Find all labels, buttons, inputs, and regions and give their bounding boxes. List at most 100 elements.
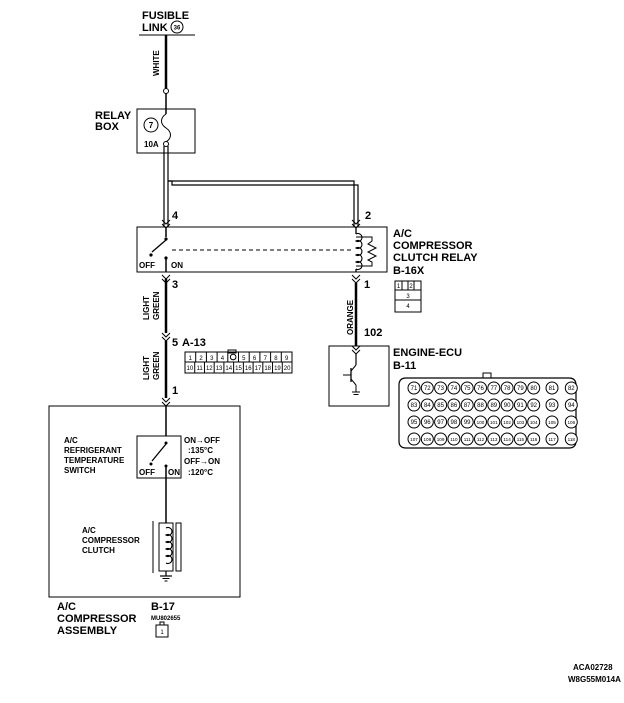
ecu-pin-socket [420,432,434,446]
wire-white: WHITE [152,35,168,88]
a13-pin: 16 [245,366,252,372]
ecu-pin-socket [500,432,514,446]
relay-connector-pin: 4 [406,304,410,310]
ecu-pin: 109 [437,437,445,442]
ecu-pin: 85 [437,403,444,409]
relay-label-3: CLUTCH RELAY [393,252,478,264]
relay-connector: B-16X [393,265,425,277]
ecu-pin-socket [434,381,448,395]
ecu-pin: 71 [411,386,418,392]
wire-color-light-green: GREEN [152,291,161,320]
wire-light-green-1: LIGHT GREEN [142,274,171,342]
ecu-pin: 100 [477,420,485,425]
ecu-pin: 118 [568,437,576,442]
ecu-pin-socket [447,381,461,395]
ecu-pin: 78 [504,386,511,392]
ecu-pin: 106 [567,420,575,425]
ecu-pin: 103 [517,420,525,425]
ecu-pin: 86 [451,403,458,409]
clutch-relay: 4 2 OFF ON A/C COMPRESSOR CLUTCH RELAY B… [136,210,478,313]
assembly-label: A/C [57,601,76,613]
wire-color-light-green: LIGHT [142,356,151,380]
relay-box-label-2: BOX [95,121,120,133]
ecu-pin-socket [564,415,578,429]
ecu-pin: 115 [517,437,525,442]
a13-pin: 4 [221,356,225,362]
relay-box: RELAY BOX 7 10A [95,88,196,154]
wire-color-light-green: LIGHT [142,296,151,320]
ecu-pin: 81 [549,386,556,392]
wire-orange: ORANGE [346,274,361,346]
ecu-pin-socket [474,398,487,412]
a13-pin-5: 5 [172,337,178,349]
clutch-label-2: COMPRESSOR [82,536,140,545]
ecu-pin: 116 [530,437,538,442]
a13-pin: 8 [274,356,278,362]
fuse-terminal-bottom [163,141,169,147]
a13-pin: 15 [235,366,242,372]
ecu-pin-socket [487,432,501,446]
ecu-pin-socket [527,381,541,395]
ecu-pin: 89 [490,403,497,409]
wire-light-green-2: LIGHT GREEN 1 [142,341,178,407]
diagram-code-2: W8G55M014A [568,675,621,684]
relay-label-2: COMPRESSOR [393,240,473,252]
fusible-link-number: 36 [174,26,181,32]
ecu-pin-socket [564,398,578,412]
fuse-number: 7 [149,121,154,130]
switch-label: A/C [64,436,78,445]
ecu-pin-socket [487,381,501,395]
ecu-connector-body [398,377,577,449]
assembly-connector: B-17 [151,601,175,613]
ecu-pin-socket [474,415,487,429]
ecu-pin: 92 [530,403,537,409]
relay-pin-3: 3 [172,279,178,291]
ecu-pin-102: 102 [364,327,382,339]
relay-box-label: RELAY [95,110,132,122]
a13-pin: 14 [225,366,232,372]
ecu-connector: B-11 [393,360,416,372]
relay-pin-2: 2 [365,210,371,222]
switch-off-label: OFF [139,468,155,477]
relay-pin-1: 1 [364,279,370,291]
ecu-pin: 95 [411,420,418,426]
a13-pin: 11 [196,366,203,372]
a13-pin: 12 [206,366,213,372]
ecu-pin-socket [420,381,434,395]
ecu-pin: 105 [548,420,556,425]
relay-on-label: ON [171,261,183,270]
relay-resistor-icon [356,236,378,267]
ecu-pin: 72 [424,386,431,392]
a13-pin: 18 [264,366,271,372]
relay-connector-view: 1 2 3 4 [394,280,422,313]
a13-pin: 7 [264,356,268,362]
ecu-pin: 110 [450,437,458,442]
ecu-pin: 104 [530,420,538,425]
compressor-assembly: OFF ON A/C REFRIGERANT TEMPERATURE SWITC… [48,405,241,638]
fusible-link-label: FUSIBLE [142,10,189,22]
ecu-pin: 79 [517,386,524,392]
wire-color-orange: ORANGE [346,299,355,335]
a13-pin: 13 [216,366,223,372]
ecu-pin: 90 [504,403,511,409]
ecu-pin-socket [513,432,527,446]
ecu-pin: 117 [548,437,556,442]
a13-pin: 17 [255,366,262,372]
relay-coil-icon [354,232,363,271]
switch-spec-2: :135°C [188,446,213,455]
ecu-label: ENGINE-ECU [393,347,462,359]
ecu-pin-socket [487,398,501,412]
ecu-pin-socket [527,432,541,446]
a13-label: A-13 [182,337,206,349]
ecu-pin: 77 [490,386,497,392]
ecu-pin: 113 [490,437,498,442]
ecu-pin: 97 [437,420,444,426]
ecu-pin: 87 [464,403,471,409]
ecu-pin: 111 [464,437,471,442]
ecu-pin-socket [447,415,461,429]
clutch-core [158,522,174,572]
clutch-coil-icon [164,526,173,565]
